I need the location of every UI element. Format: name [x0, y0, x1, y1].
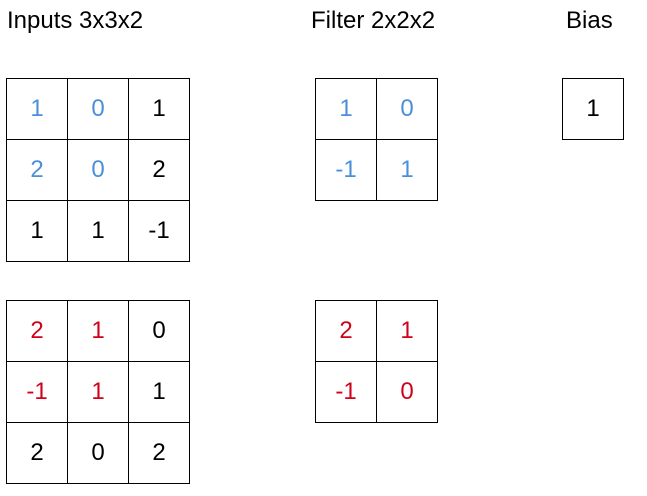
matrix-cell: 1: [68, 201, 129, 262]
matrix-cell: 0: [68, 423, 129, 484]
matrix-cell: -1: [129, 201, 190, 262]
matrix-cell: 2: [7, 140, 68, 201]
matrix-cell: 2: [7, 301, 68, 362]
matrix-cell: 1: [129, 79, 190, 140]
matrix-cell: 1: [377, 301, 438, 362]
matrix-cell: 1: [129, 362, 190, 423]
matrix-cell: 0: [377, 79, 438, 140]
bias-grid: 1: [562, 78, 624, 140]
matrix-cell: 2: [129, 423, 190, 484]
matrix-cell: 0: [68, 79, 129, 140]
matrix-cell: 1: [7, 79, 68, 140]
matrix-cell: -1: [316, 362, 377, 423]
matrix-cell: 0: [129, 301, 190, 362]
matrix-cell: 1: [68, 362, 129, 423]
matrix-cell: 1: [377, 140, 438, 201]
matrix-cell: 0: [377, 362, 438, 423]
inputs-title: Inputs 3x3x2: [7, 7, 144, 34]
matrix-cell: 1: [68, 301, 129, 362]
matrix-cell: 2: [129, 140, 190, 201]
bias-title: Bias: [566, 7, 613, 34]
matrix-cell: 1: [316, 79, 377, 140]
matrix-cell: 1: [563, 79, 624, 140]
matrix-cell: -1: [7, 362, 68, 423]
matrix-cell: 2: [316, 301, 377, 362]
matrix-cell: 0: [68, 140, 129, 201]
matrix-cell: 2: [7, 423, 68, 484]
matrix-cell: 1: [7, 201, 68, 262]
filter-title: Filter 2x2x2: [311, 7, 436, 34]
matrix-cell: -1: [316, 140, 377, 201]
